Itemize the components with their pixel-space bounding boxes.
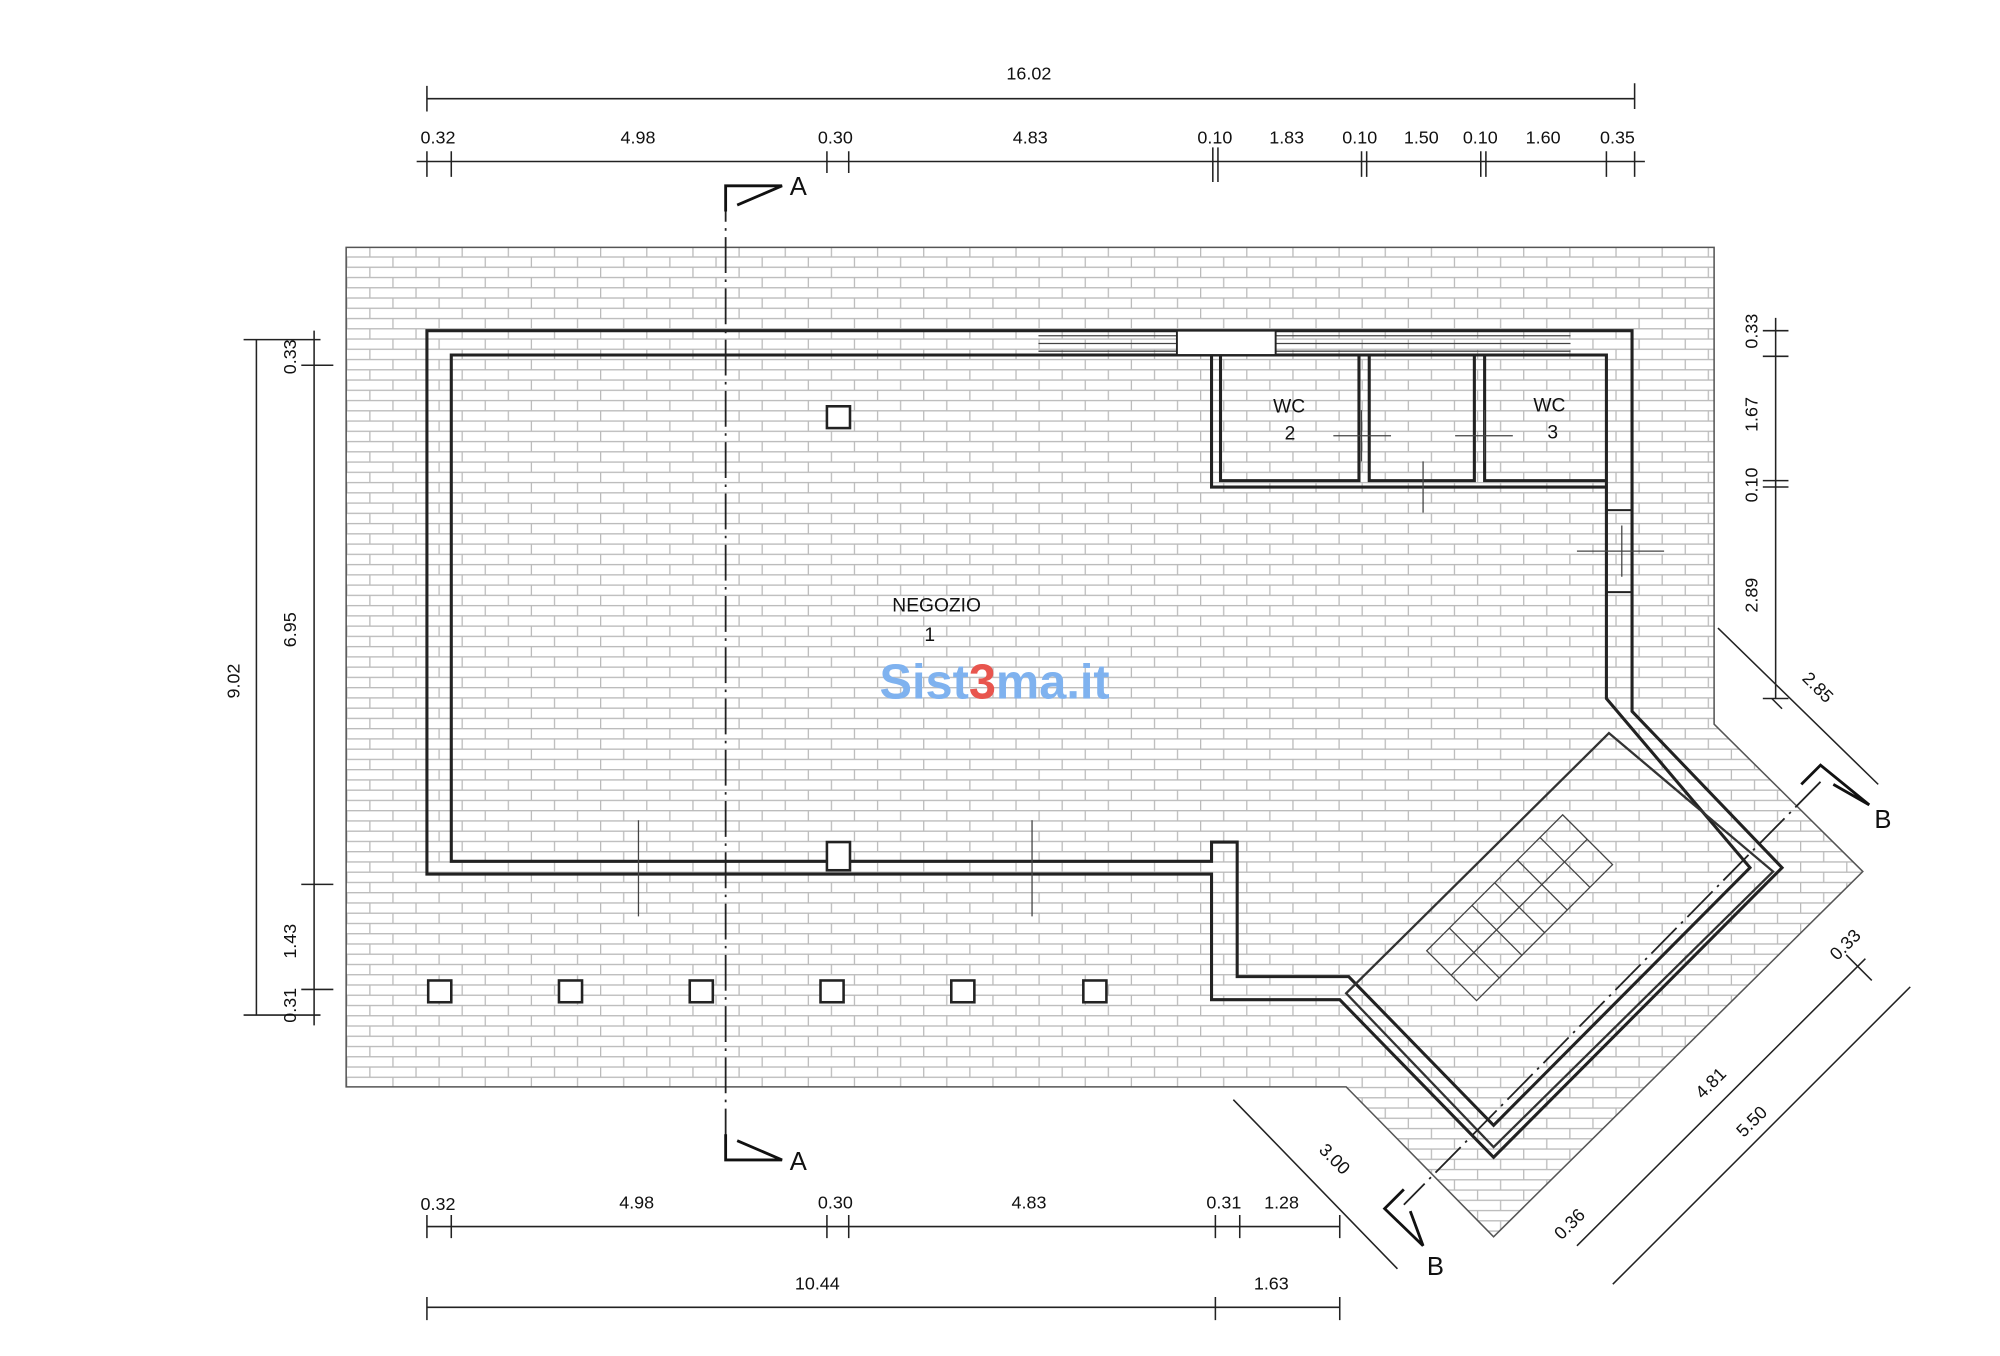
section-b-bottom-label: B bbox=[1427, 1253, 1444, 1281]
stair-core bbox=[1344, 731, 1775, 1149]
dim-diag-stair-0: 0.33 bbox=[1826, 925, 1865, 964]
brick-terrace bbox=[345, 246, 1864, 1238]
dim-bottom-total-1: 1.63 bbox=[1254, 1273, 1289, 1293]
watermark-pre: Sist bbox=[879, 656, 968, 710]
section-a-top-label: A bbox=[790, 173, 808, 201]
dim-top-10: 0.35 bbox=[1600, 128, 1635, 148]
dim-bottom-0: 0.32 bbox=[421, 1194, 456, 1214]
dim-top-4: 0.10 bbox=[1197, 128, 1232, 148]
dim-bottom-2: 0.30 bbox=[818, 1193, 853, 1213]
dim-left-3: 0.31 bbox=[280, 988, 300, 1023]
dim-bottom-5: 1.28 bbox=[1264, 1193, 1299, 1213]
dim-top-8: 0.10 bbox=[1463, 128, 1498, 148]
room-shop-number: 1 bbox=[924, 625, 935, 646]
dim-diag-right: 2.85 bbox=[1798, 668, 1837, 707]
columns bbox=[426, 405, 1108, 1004]
dim-top-0: 0.32 bbox=[421, 128, 456, 148]
watermark-mid: 3 bbox=[969, 656, 996, 710]
room-shop-name: NEGOZIO bbox=[892, 595, 981, 616]
dimension-lines bbox=[243, 83, 1911, 1321]
dim-top-6: 0.10 bbox=[1342, 128, 1377, 148]
dim-diag-stair-1: 4.81 bbox=[1691, 1064, 1730, 1103]
building-walls bbox=[425, 329, 1785, 1160]
dim-bottom-3: 4.83 bbox=[1012, 1193, 1047, 1213]
section-a-bottom-label: A bbox=[790, 1148, 808, 1176]
dim-top-3: 4.83 bbox=[1013, 128, 1048, 148]
section-line-b bbox=[1382, 763, 1871, 1247]
watermark: Sist3ma.it bbox=[879, 656, 1109, 710]
dim-top-5: 1.83 bbox=[1269, 128, 1304, 148]
dim-right-3: 2.89 bbox=[1742, 578, 1762, 613]
dim-top-labels: 0.32 4.98 0.30 4.83 0.10 1.83 0.10 1.50 … bbox=[421, 128, 1635, 148]
section-b-top-label: B bbox=[1874, 806, 1891, 834]
dim-top-total: 16.02 bbox=[1006, 63, 1051, 83]
dim-diag-bottom: 3.00 bbox=[1315, 1140, 1354, 1179]
dim-top-1: 4.98 bbox=[621, 128, 656, 148]
dim-diag-stair-3: 0.36 bbox=[1550, 1205, 1589, 1244]
dim-bottom-4: 0.31 bbox=[1206, 1193, 1241, 1213]
dim-left-total: 9.02 bbox=[224, 664, 244, 699]
dim-bottom-total-0: 10.44 bbox=[795, 1273, 840, 1293]
dim-top-9: 1.60 bbox=[1526, 128, 1561, 148]
dim-left-1: 6.95 bbox=[280, 612, 300, 647]
dim-diag-stair-2: 5.50 bbox=[1732, 1102, 1771, 1141]
dim-left-0: 0.33 bbox=[280, 339, 300, 374]
dim-right-0: 0.33 bbox=[1742, 314, 1762, 349]
dim-bottom-labels: 0.32 4.98 0.30 4.83 0.31 1.28 10.44 1.63 bbox=[421, 1193, 1300, 1294]
room-wc3-number: 3 bbox=[1547, 422, 1558, 443]
room-wc3-name: WC bbox=[1533, 395, 1565, 416]
dim-right-2: 0.10 bbox=[1742, 467, 1762, 502]
dim-top-2: 0.30 bbox=[818, 128, 853, 148]
watermark-post: ma.it bbox=[996, 656, 1110, 710]
dim-top-7: 1.50 bbox=[1404, 128, 1439, 148]
dim-left-2: 1.43 bbox=[280, 924, 300, 959]
dim-bottom-1: 4.98 bbox=[619, 1193, 654, 1213]
section-line-a bbox=[724, 184, 783, 1162]
room-wc2-number: 2 bbox=[1285, 424, 1296, 445]
dim-right-1: 1.67 bbox=[1742, 397, 1762, 432]
room-wc2-name: WC bbox=[1273, 397, 1305, 418]
